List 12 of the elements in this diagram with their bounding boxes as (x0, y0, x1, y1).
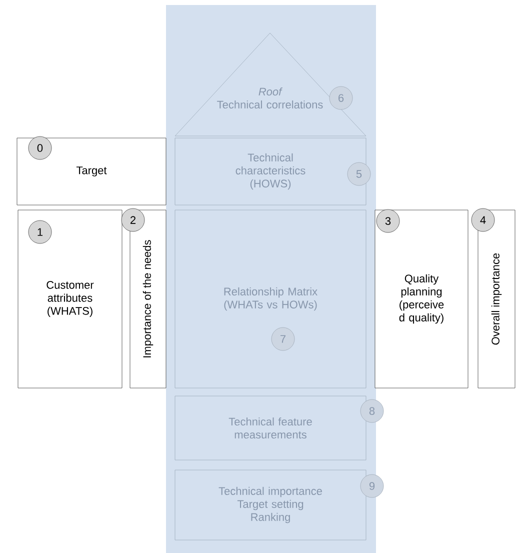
section-box: Technical feature measurements (174, 396, 366, 460)
number-badge: 9 (360, 474, 384, 498)
number-badge: 3 (376, 209, 400, 233)
number-badge: 5 (347, 162, 371, 186)
number-badge: 7 (271, 327, 295, 351)
number-badge: 2 (121, 208, 145, 232)
number-badge: 0 (28, 136, 52, 160)
section-box: Technical importance Target setting Ranking (174, 470, 366, 540)
number-badge: 6 (329, 86, 353, 110)
number-badge: 4 (471, 208, 495, 232)
number-badge: 8 (360, 399, 384, 423)
number-badge: 1 (28, 220, 52, 244)
